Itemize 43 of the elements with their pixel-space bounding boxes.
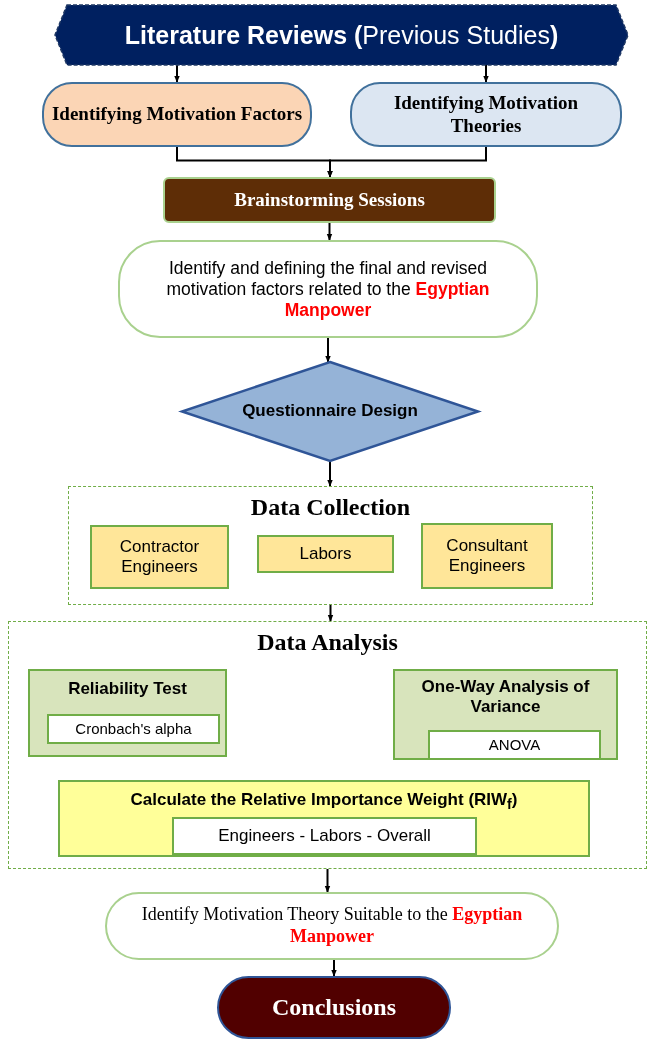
arrow <box>325 337 331 363</box>
box-label: Cronbach's alpha <box>74 720 193 738</box>
process-box <box>421 523 553 589</box>
group-box <box>68 486 593 605</box>
box-label: Questionnaire Design <box>241 401 419 422</box>
box-label: Engineers - Labors - Overall <box>217 825 432 847</box>
process-box <box>28 669 227 757</box>
process-box <box>257 535 394 573</box>
process-box <box>350 82 622 147</box>
box-label: Conclusions <box>270 993 397 1022</box>
process-box <box>163 177 496 223</box>
section-heading: One-Way Analysis of Variance <box>420 677 591 718</box>
box-label: Labors <box>298 543 353 565</box>
process-box <box>47 714 220 744</box>
box-label: Brainstorming Sessions <box>233 188 426 212</box>
section-heading: Data Analysis <box>256 628 399 657</box>
arrow <box>331 959 337 977</box>
box-label: Contractor Engineers <box>118 536 201 578</box>
arrow <box>324 868 331 893</box>
process-box <box>58 780 590 857</box>
process-box <box>90 525 229 589</box>
banner-title: Literature Reviews (Previous Studies) <box>123 20 560 50</box>
box-label: Identifying Motivation Factors <box>50 103 304 126</box>
section-heading: Reliability Test <box>67 679 188 700</box>
process-box <box>393 669 618 760</box>
arrow <box>483 64 489 83</box>
group-box <box>8 621 647 869</box>
arrow <box>327 604 334 622</box>
box-label: Consultant Engineers <box>445 535 529 577</box>
process-box <box>172 817 477 855</box>
section-heading: Calculate the Relative Importance Weight (RIW$_{f}$) <box>129 790 519 814</box>
process-box <box>42 82 312 147</box>
process-box <box>428 730 601 760</box>
arrow <box>327 146 487 178</box>
arrow <box>174 64 180 83</box>
arrow <box>327 460 333 487</box>
box-label: Identify Motivation Theory Suitable to the Egyptian Manpower <box>140 904 524 948</box>
process-box <box>118 240 538 338</box>
box-label: Identify and defining the final and revised motivation factors related to the Egyptian Manpower <box>165 257 491 321</box>
box-label: Identifying Motivation Theories <box>392 91 580 138</box>
section-heading: Data Collection <box>249 493 412 522</box>
arrow <box>326 222 333 241</box>
box-label: ANOVA <box>487 736 542 754</box>
